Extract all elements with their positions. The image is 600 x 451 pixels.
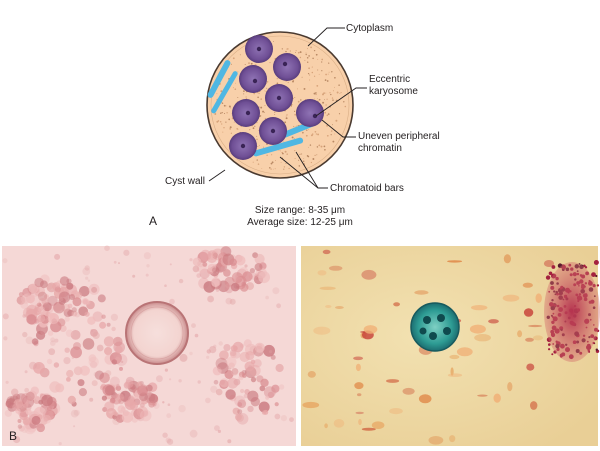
label-uneven-chromatin-1: Uneven peripheral [358,131,440,142]
label-cyst-wall: Cyst wall [165,176,206,187]
nucleus [229,132,257,160]
cyst-wall-leader [208,169,226,182]
panel-a-letter: A [149,214,158,228]
label-uneven-chromatin-2: chromatin [358,143,402,154]
cyst-c [410,302,460,352]
nucleus [259,117,287,145]
nucleus [239,65,267,93]
karyosome-leader [315,87,367,117]
debris-b [2,245,294,446]
size-range: Size range: 8-35 μm [254,205,346,216]
chromatoid-bar [207,60,231,98]
photo-b-micrograph [2,245,296,446]
chromatin-leader [321,119,356,138]
label-eccentric-karyosome-2: karyosome [369,86,418,97]
label-chromatoid-bars: Chromatoid bars [330,183,404,194]
size-info: Size range: 8-35 μm Average size: 12-25 … [230,205,370,229]
leader-lines [208,27,367,189]
label-eccentric-karyosome-1: Eccentric [369,74,411,85]
red-stain-mass [544,262,600,362]
nucleus [245,35,273,63]
nucleus [232,99,260,127]
nucleus [273,53,301,81]
chromatoid-bar [211,71,238,114]
nuclei [229,35,324,160]
photo-c-micrograph [301,246,600,446]
chromatoid-bar [252,137,304,157]
label-cytoplasm: Cytoplasm [346,23,394,34]
cytoplasm-leader [307,27,345,47]
cyst-b [125,301,189,365]
nucleus [265,84,293,112]
chromatoid-leader-2 [279,156,319,189]
average-size: Average size: 12-25 μm [247,217,353,228]
nucleus [296,99,324,127]
panel-b-letter: B [9,429,18,443]
